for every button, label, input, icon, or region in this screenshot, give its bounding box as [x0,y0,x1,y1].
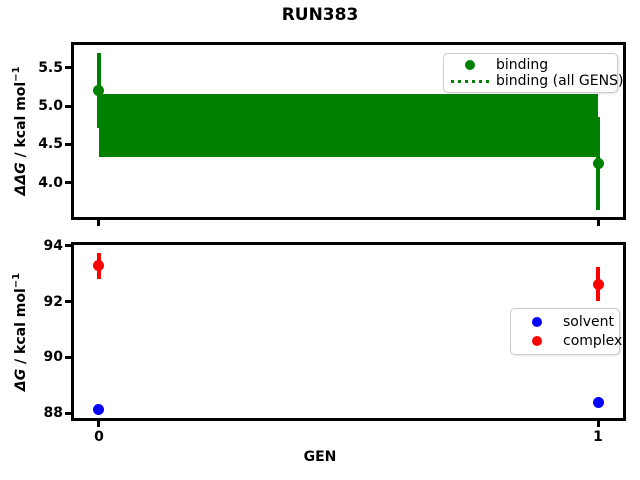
dg-symbol: ΔG [12,368,29,392]
red-dot-icon [532,336,542,346]
y-tick-mark [65,355,71,359]
legend-handle [517,317,557,327]
y-tick-label: 5.5 [38,59,63,76]
blue-dot-icon [532,317,542,327]
y-tick-label: 4.0 [38,174,63,191]
y-tick-label: 5.0 [38,98,63,115]
figure-title: RUN383 [281,5,359,25]
legend-entry-solvent: solvent [517,314,615,330]
data-point-marker [93,404,105,416]
uncertainty-band [98,93,599,158]
legend-entry-binding: binding [450,57,611,73]
x-tick-label: 0 [94,429,104,445]
legend-handle [517,336,557,346]
legend-dg: solvent complex [510,308,622,355]
y-tick-label: 4.5 [38,136,63,153]
legend-handle [450,79,490,83]
y-tick-mark [65,104,71,108]
legend-label: solvent [563,314,615,330]
legend-entry-binding-all-gens: binding (all GENS) [450,73,623,89]
y-tick-mark [65,66,71,70]
y-tick-label: 90 [43,349,63,366]
green-dot-icon [465,59,475,70]
legend-handle [450,59,490,70]
x-tick-mark [97,220,101,226]
x-tick-mark [596,220,600,226]
data-point-marker [592,397,604,409]
x-axis-label: GEN [303,449,337,465]
legend-label: binding (all GENS) [496,73,624,90]
data-point-marker [93,260,105,272]
y-tick-mark [65,181,71,185]
x-tick-mark [97,421,101,427]
x-tick-label: 1 [593,429,603,445]
legend-binding: binding binding (all GENS) [443,53,623,93]
legend-label: binding [496,56,549,73]
y-tick-mark [65,142,71,146]
data-point-marker [93,85,105,97]
green-dotted-line-icon [451,79,489,83]
data-point-marker [592,157,604,169]
y-tick-label: 88 [43,405,63,422]
legend-label: complex [563,333,623,349]
y-tick-mark [65,411,71,415]
legend-entry-complex: complex [517,333,622,349]
x-tick-mark [596,421,600,427]
ddg-units-exponent: −1 [11,66,23,82]
axes-dg-plot [71,242,626,421]
y-tick-mark [65,300,71,304]
y-tick-label: 92 [43,293,63,310]
data-point-marker [592,278,604,290]
dg-y-axis-label: ΔG / kcal mol−1 [11,273,29,391]
y-tick-label: 94 [43,237,63,254]
dg-units-exponent: −1 [11,272,23,289]
axes-ddg-plot [71,42,626,220]
y-tick-mark [65,244,71,248]
